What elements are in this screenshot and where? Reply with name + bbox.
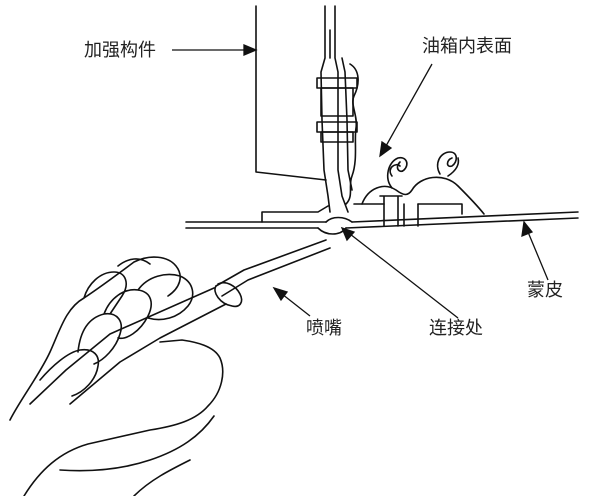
stiffener-flange	[316, 5, 359, 213]
sealant-curl-1	[386, 156, 408, 189]
label-joint: 连接处	[429, 318, 483, 339]
reinforcement-member	[255, 5, 327, 181]
label-skin: 蒙皮	[527, 280, 563, 301]
sealant-curl-2	[436, 151, 460, 177]
label-nozzle: 喷嘴	[306, 318, 342, 339]
label-tank-inner-surface: 油箱内表面	[422, 36, 512, 57]
label-reinforcement: 加强构件	[84, 40, 156, 61]
skin-panel	[185, 211, 579, 229]
tank-inner-leader	[379, 63, 433, 158]
nozzle-body	[215, 239, 331, 297]
base-plate-left	[261, 205, 329, 223]
skin-leader	[521, 220, 549, 281]
base-plate-right	[353, 203, 463, 215]
hand-outline	[9, 256, 224, 496]
reinforcement-leader	[172, 44, 258, 56]
nozzle-leader	[272, 286, 311, 317]
fastener-left	[379, 195, 403, 227]
fastener-right	[403, 203, 419, 227]
nozzle-collar	[214, 281, 243, 308]
joint-leader	[340, 226, 459, 319]
sealant-humps	[361, 176, 485, 215]
nozzle-tube	[29, 287, 227, 405]
